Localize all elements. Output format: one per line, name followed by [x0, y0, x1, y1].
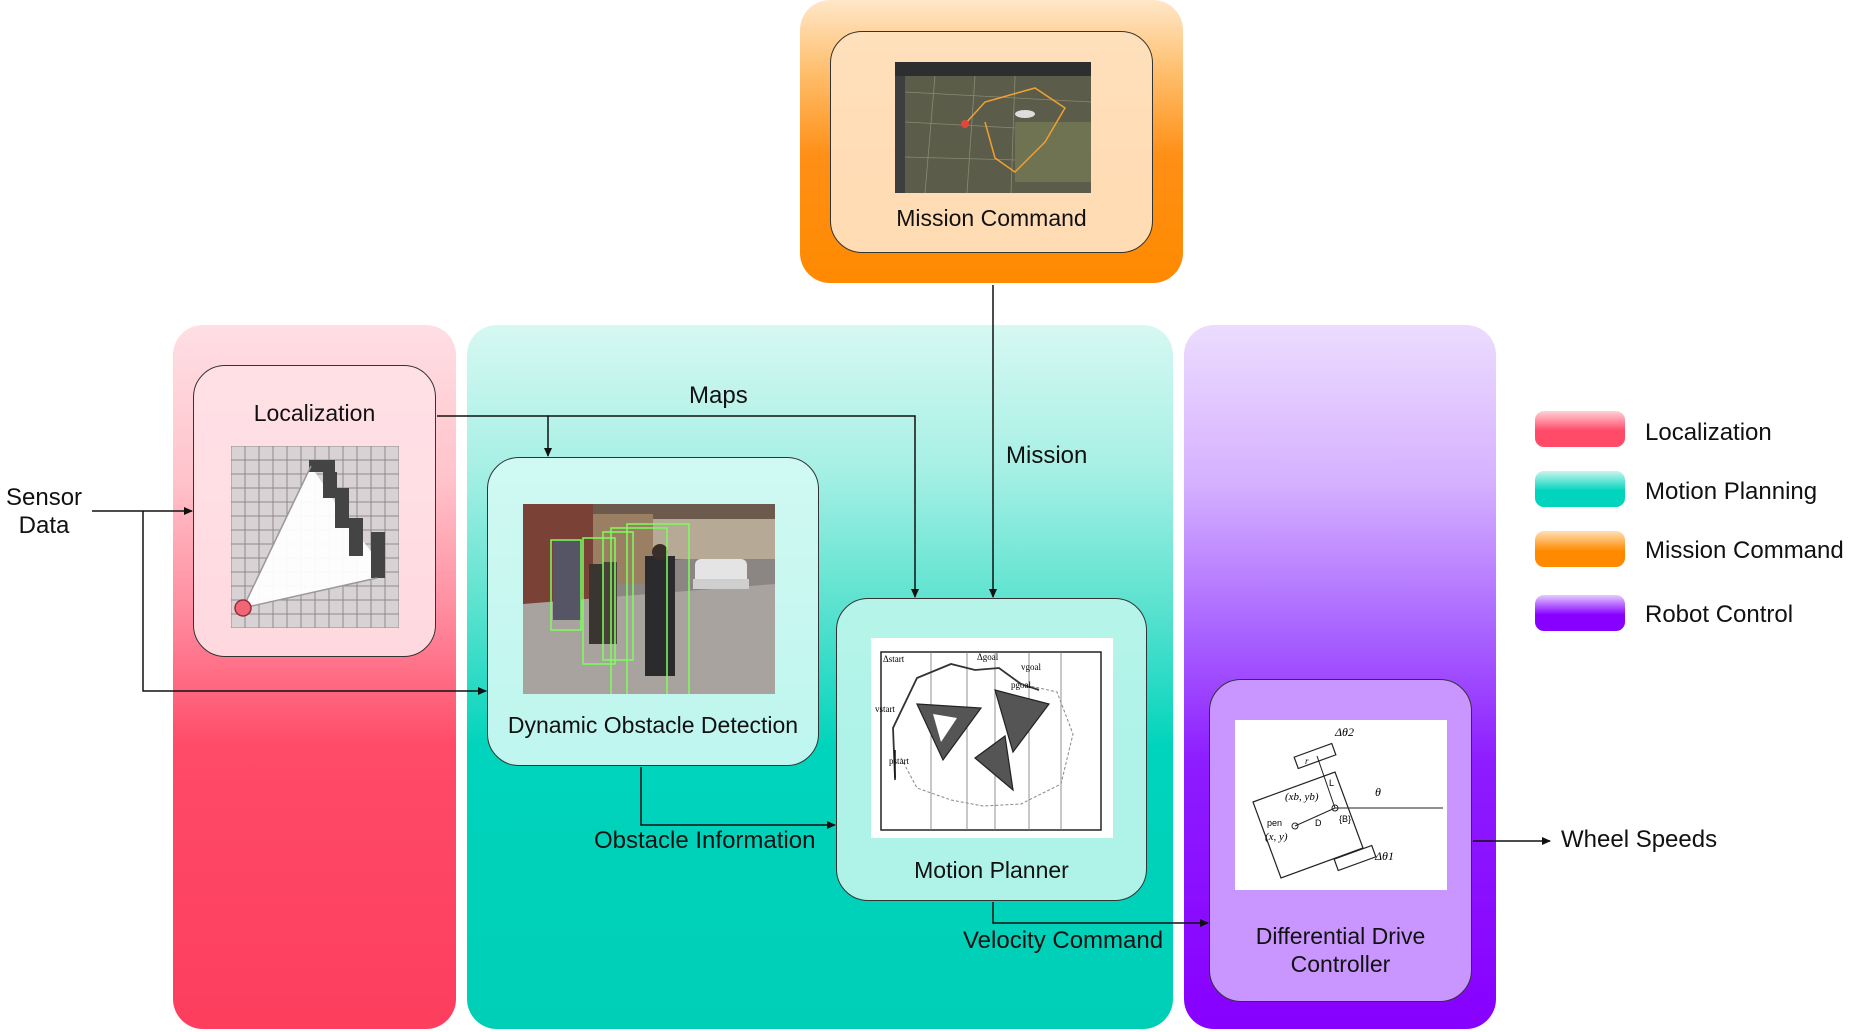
legend-swatch-robot-control	[1535, 595, 1625, 631]
differential-drive-controller-title: Differential Drive Controller	[1255, 923, 1426, 977]
v-start-label: vstart	[875, 704, 895, 714]
velocity-command-label: Velocity Command	[963, 927, 1164, 954]
localization-title: Localization	[253, 400, 376, 426]
delta-goal-label: Δgoal	[977, 652, 999, 662]
delta-theta-1-label: Δθ1	[1374, 849, 1394, 863]
street-camera-image	[523, 504, 775, 694]
obstacle-info-to-motion-planner-arrow	[640, 767, 836, 829]
maps-to-obstacle-detection-arrow	[437, 415, 552, 457]
legend-label-motion-planning: Motion Planning	[1645, 478, 1818, 505]
mission-command-box: Mission Command	[830, 31, 1153, 253]
dynamic-obstacle-detection-title: Dynamic Obstacle Detection	[507, 712, 799, 738]
pen-label: pen	[1267, 818, 1282, 828]
maps-label: Maps	[689, 382, 748, 409]
legend-label-mission-command: Mission Command	[1645, 537, 1844, 564]
motion-planner-box: Δstart Δgoal vgoal pgoal vstart pstart M…	[836, 598, 1147, 901]
maps-to-motion-planner-arrow	[548, 415, 919, 598]
legend-swatch-motion-planning	[1535, 471, 1625, 507]
legend-label-localization: Localization	[1645, 419, 1772, 446]
mission-map-image	[895, 62, 1091, 193]
theta-label: θ	[1375, 785, 1381, 799]
legend-label-robot-control: Robot Control	[1645, 601, 1794, 628]
d-label: D	[1315, 818, 1322, 828]
mission-command-title: Mission Command	[896, 205, 1087, 231]
legend-swatch-mission-command	[1535, 531, 1625, 567]
differential-drive-controller-box: Δθ2 Δθ1 θ pen (x, y) (xb, yb) D {B} L r …	[1209, 679, 1472, 1002]
p-goal-label: pgoal	[1011, 680, 1031, 690]
v-goal-label: vgoal	[1021, 662, 1041, 672]
sensor-to-obstacle-detection-arrow	[142, 511, 487, 695]
motion-planner-title: Motion Planner	[914, 857, 1069, 883]
delta-theta-2-label: Δθ2	[1334, 725, 1354, 739]
xbyb-label: (xb, yb)	[1285, 791, 1319, 803]
sensor-data-label: Sensor Data	[6, 484, 83, 539]
localization-box: Localization	[193, 365, 436, 657]
path-planning-figure: Δstart Δgoal vgoal pgoal vstart pstart	[871, 638, 1113, 838]
delta-start-label: Δstart	[883, 654, 905, 664]
localization-grid-image	[231, 446, 399, 628]
l-label: L	[1329, 778, 1334, 788]
obstacle-information-label: Obstacle Information	[594, 827, 816, 854]
r-label: r	[1305, 756, 1309, 766]
p-start-label: pstart	[889, 756, 909, 766]
dynamic-obstacle-detection-box: Dynamic Obstacle Detection	[487, 457, 819, 766]
wheel-speeds-label: Wheel Speeds	[1561, 826, 1718, 853]
mission-label: Mission	[1006, 442, 1088, 469]
differential-drive-figure: Δθ2 Δθ1 θ pen (x, y) (xb, yb) D {B} L r	[1235, 720, 1447, 890]
xy-label: (x, y)	[1265, 831, 1288, 843]
velocity-command-arrow	[992, 902, 1209, 927]
b-frame-label: {B}	[1339, 814, 1351, 824]
legend-swatch-localization	[1535, 411, 1625, 447]
